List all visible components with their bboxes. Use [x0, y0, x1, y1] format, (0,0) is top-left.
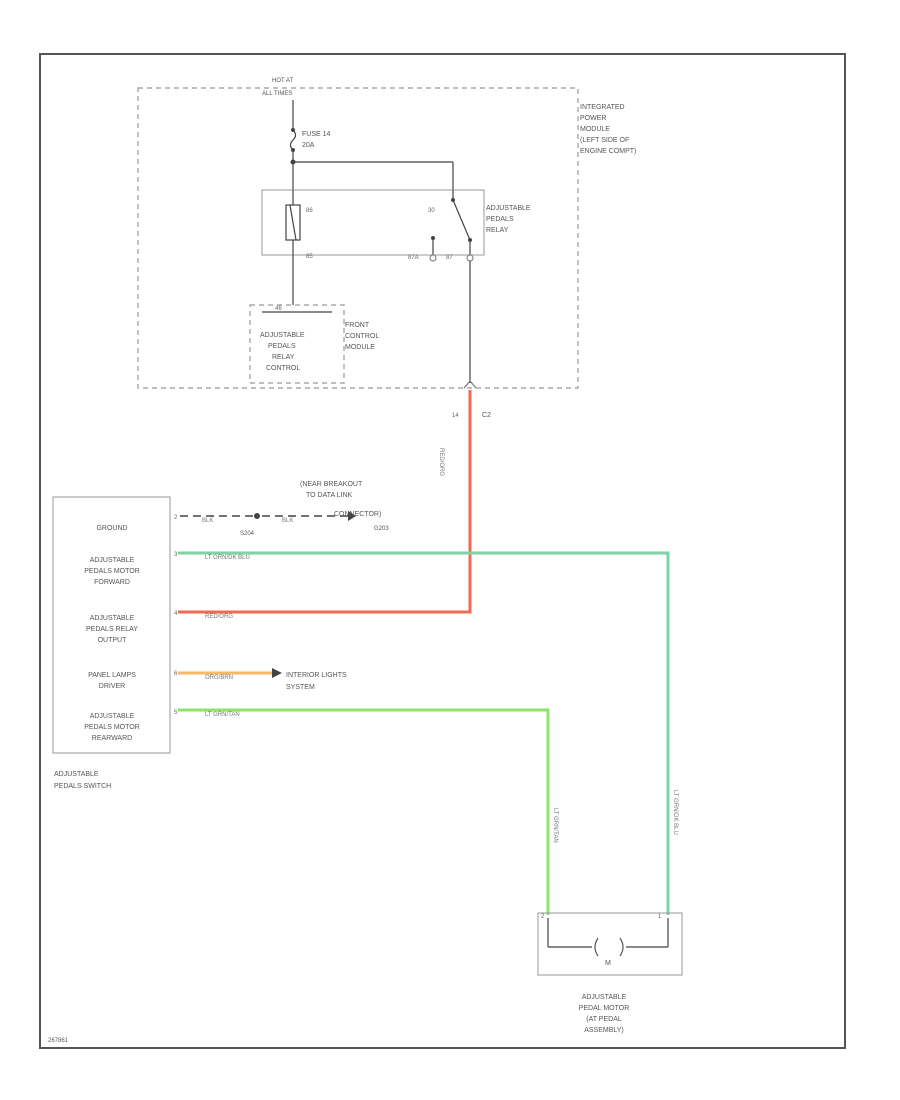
wire-label-blk-2: BLK: [282, 518, 293, 524]
breakout-label-3: CONNECTOR): [334, 511, 381, 518]
diagram-frame: [39, 53, 846, 1049]
relay-switch-arm: [452, 199, 471, 241]
switch-pin-6: 6: [174, 671, 178, 677]
breakout-label-1: (NEAR BREAKOUT: [300, 481, 363, 488]
relay-box: [261, 189, 485, 256]
relay-pin-87a: 87A: [408, 255, 419, 261]
wire-label-red-org: RED/ORG: [438, 448, 444, 476]
motor-name-4: ASSEMBLY): [584, 1027, 624, 1034]
switch-pin-rear-label-2: PEDALS MOTOR: [84, 724, 140, 731]
wire-label-blk-1: BLK: [202, 518, 213, 524]
svg-text:POWER: POWER: [580, 115, 606, 122]
wire-red-org: [178, 390, 472, 614]
ground-g203-symbol: [348, 511, 356, 521]
breakout-label-2: TO DATA LINK: [306, 492, 353, 499]
fcm-pin-46: 46: [275, 306, 282, 312]
wire-label-ltgrn-dkblu-2: LT GRN/DK BLU: [672, 790, 678, 835]
relay-pin-85: 85: [306, 254, 313, 260]
switch-name-1: ADJUSTABLE: [54, 771, 99, 778]
motor-box: [537, 912, 683, 976]
switch-pin-2: 2: [174, 515, 178, 521]
fcm-control-3: RELAY: [272, 354, 295, 361]
wire-label-org-brn: ORG/BRN: [205, 675, 233, 681]
relay-pin-87: 87: [446, 255, 453, 261]
motor-pin-1: 1: [658, 914, 662, 920]
switch-pin-panel-label-2: DRIVER: [99, 683, 125, 690]
switch-name-2: PEDALS SWITCH: [54, 783, 111, 790]
c2-pin-label: 14: [452, 413, 459, 419]
fcm-label-3: MODULE: [345, 344, 375, 351]
svg-text:MODULE: MODULE: [580, 126, 610, 133]
fcm-label-2: CONTROL: [345, 333, 379, 340]
svg-text:INTEGRATED: INTEGRATED: [580, 104, 625, 111]
fcm-boundary: [249, 304, 345, 384]
wire-label-ltgrn-tan-2: LT GRN/TAN: [552, 808, 558, 843]
hot-at-label: HOT AT: [272, 78, 293, 84]
motor-name-1: ADJUSTABLE: [582, 994, 627, 1001]
wire-label-ltgrn-tan: LT GRN/TAN: [205, 712, 240, 718]
switch-pin-fwd-label-3: FORWARD: [94, 579, 130, 586]
svg-text:(LEFT SIDE OF: (LEFT SIDE OF: [580, 137, 629, 144]
c2-connector-symbol: [463, 380, 477, 389]
splice-s204: [254, 513, 260, 519]
relay-pin-30: 30: [428, 208, 435, 214]
switch-pin-out-label-3: OUTPUT: [98, 637, 128, 644]
fuse-symbol: [289, 129, 297, 151]
switch-pin-rear-label-1: ADJUSTABLE: [90, 713, 135, 720]
interior-lights-label-2: SYSTEM: [286, 684, 315, 691]
relay-label-3: RELAY: [486, 227, 509, 234]
relay-pin-86: 86: [306, 208, 313, 214]
c2-connector-label: C2: [482, 412, 491, 419]
switch-pin-ground-label: GROUND: [96, 525, 127, 532]
wire-label-ltgrn-dkblu: LT GRN/DK BLU: [205, 555, 250, 561]
ground-g203-label: G203: [374, 526, 389, 532]
interior-lights-label-1: INTERIOR LIGHTS: [286, 672, 347, 679]
switch-pin-panel-label-1: PANEL LAMPS: [88, 672, 136, 679]
svg-text:ENGINE COMPT): ENGINE COMPT): [580, 148, 636, 155]
all-times-label: ALL TIMES: [262, 91, 292, 97]
diagram-reference-number: 267861: [48, 1038, 69, 1044]
switch-pin-out-label-1: ADJUSTABLE: [90, 615, 135, 622]
wire-label-red-org-2: RED/ORG: [205, 614, 233, 620]
fcm-label-1: FRONT: [345, 322, 370, 329]
switch-pin-4: 4: [174, 611, 178, 617]
motor-symbol-label: M: [605, 960, 611, 967]
ipm-label: INTEGRATED POWER MODULE (LEFT SIDE OF EN…: [580, 104, 636, 155]
motor-symbol: [594, 937, 624, 957]
relay-label-1: ADJUSTABLE: [486, 205, 531, 212]
switch-pin-5: 5: [174, 710, 178, 716]
splice-s204-label: S204: [240, 531, 255, 537]
motor-pin-2: 2: [541, 914, 545, 920]
fcm-control-2: PEDALS: [268, 343, 296, 350]
fuse-name-label: FUSE 14: [302, 131, 331, 138]
wire-ltgrn-dkblu: [178, 551, 670, 915]
relay-label-2: PEDALS: [486, 216, 514, 223]
fcm-control-4: CONTROL: [266, 365, 300, 372]
motor-name-3: (AT PEDAL: [586, 1016, 622, 1023]
switch-pin-3: 3: [174, 552, 178, 558]
wire-ltgrn-tan: [178, 708, 550, 915]
fuse-rating-label: 20A: [302, 142, 315, 149]
ipm-boundary: [137, 87, 579, 389]
fcm-control-1: ADJUSTABLE: [260, 332, 305, 339]
switch-pin-fwd-label-1: ADJUSTABLE: [90, 557, 135, 564]
switch-pin-rear-label-3: REARWARD: [92, 735, 132, 742]
motor-name-2: PEDAL MOTOR: [579, 1005, 630, 1012]
switch-pin-fwd-label-2: PEDALS MOTOR: [84, 568, 140, 575]
interior-lights-arrow: [272, 668, 282, 678]
switch-box: [52, 496, 171, 754]
switch-pin-out-label-2: PEDALS RELAY: [86, 626, 138, 633]
